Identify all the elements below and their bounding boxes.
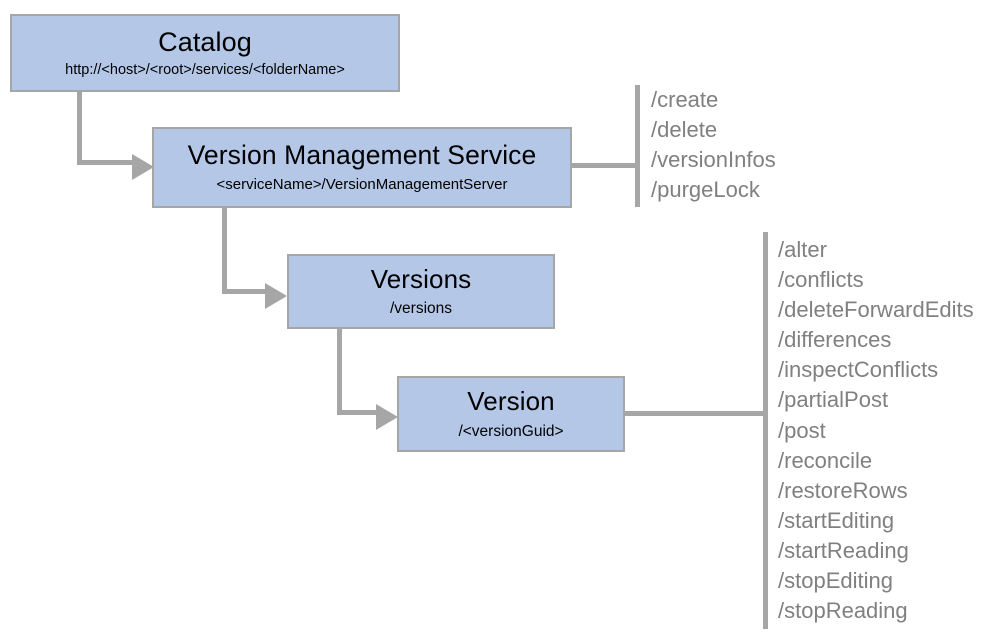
endpoint-deleteforwardedits: /deleteForwardEdits [778, 297, 974, 323]
node-versions-title: Versions [370, 263, 472, 294]
connector-version-to-endpoints-stem [622, 411, 767, 416]
connector-service-to-versions-horizontal [222, 289, 269, 294]
bracket-version-endpoints [763, 232, 768, 629]
endpoint-differences: /differences [778, 327, 892, 353]
connector-versions-to-version-horizontal [337, 410, 382, 415]
node-version-management-service: Version Management Service <serviceName>… [152, 127, 572, 208]
endpoint-list-service-operations: /create/delete/versionInfos/purgeLock [651, 85, 776, 205]
endpoint-inspectconflicts: /inspectConflicts [778, 357, 939, 383]
endpoint-conflicts: /conflicts [778, 267, 864, 293]
endpoint-stopreading: /stopReading [778, 598, 908, 624]
endpoint-delete: /delete [651, 117, 718, 143]
node-catalog-subtitle: http://<host>/<root>/services/<folderNam… [65, 61, 345, 78]
node-version-management-service-title: Version Management Service [187, 140, 537, 171]
node-catalog: Catalog http://<host>/<root>/services/<f… [10, 14, 400, 92]
connector-catalog-to-service-horizontal [77, 160, 135, 165]
connector-catalog-to-service-vertical [77, 92, 82, 165]
connector-service-to-endpoints-stem [570, 163, 640, 168]
endpoint-versioninfos: /versionInfos [651, 147, 776, 173]
endpoint-startediting: /startEditing [778, 507, 895, 533]
endpoint-restorerows: /restoreRows [778, 477, 908, 503]
arrowhead-catalog-to-service [132, 154, 154, 180]
node-versions-subtitle: /versions [389, 300, 453, 318]
endpoint-startreading: /startReading [778, 537, 909, 563]
arrowhead-service-to-versions [265, 283, 287, 309]
endpoint-alter: /alter [778, 237, 827, 262]
node-catalog-title: Catalog [158, 27, 252, 58]
endpoint-create: /create [651, 87, 719, 112]
endpoint-list-version-operations: /alter/conflicts/deleteForwardEdits/diff… [778, 235, 974, 626]
connector-service-to-versions-vertical [222, 208, 227, 291]
arrowhead-versions-to-version [376, 404, 398, 430]
connector-versions-to-version-vertical [337, 329, 342, 412]
node-version-title: Version [467, 386, 555, 417]
node-version-management-service-subtitle: <serviceName>/VersionManagementServer [216, 176, 508, 194]
endpoint-reconcile: /reconcile [778, 447, 873, 473]
endpoint-stopediting: /stopEditing [778, 568, 893, 594]
endpoint-post: /post [778, 417, 826, 443]
endpoint-purgelock: /purgeLock [651, 177, 760, 203]
node-version: Version /<versionGuid> [397, 376, 625, 452]
bracket-service-endpoints [635, 85, 640, 207]
node-versions: Versions /versions [287, 254, 555, 329]
node-version-subtitle: /<versionGuid> [458, 422, 564, 440]
endpoint-partialpost: /partialPost [778, 387, 889, 413]
